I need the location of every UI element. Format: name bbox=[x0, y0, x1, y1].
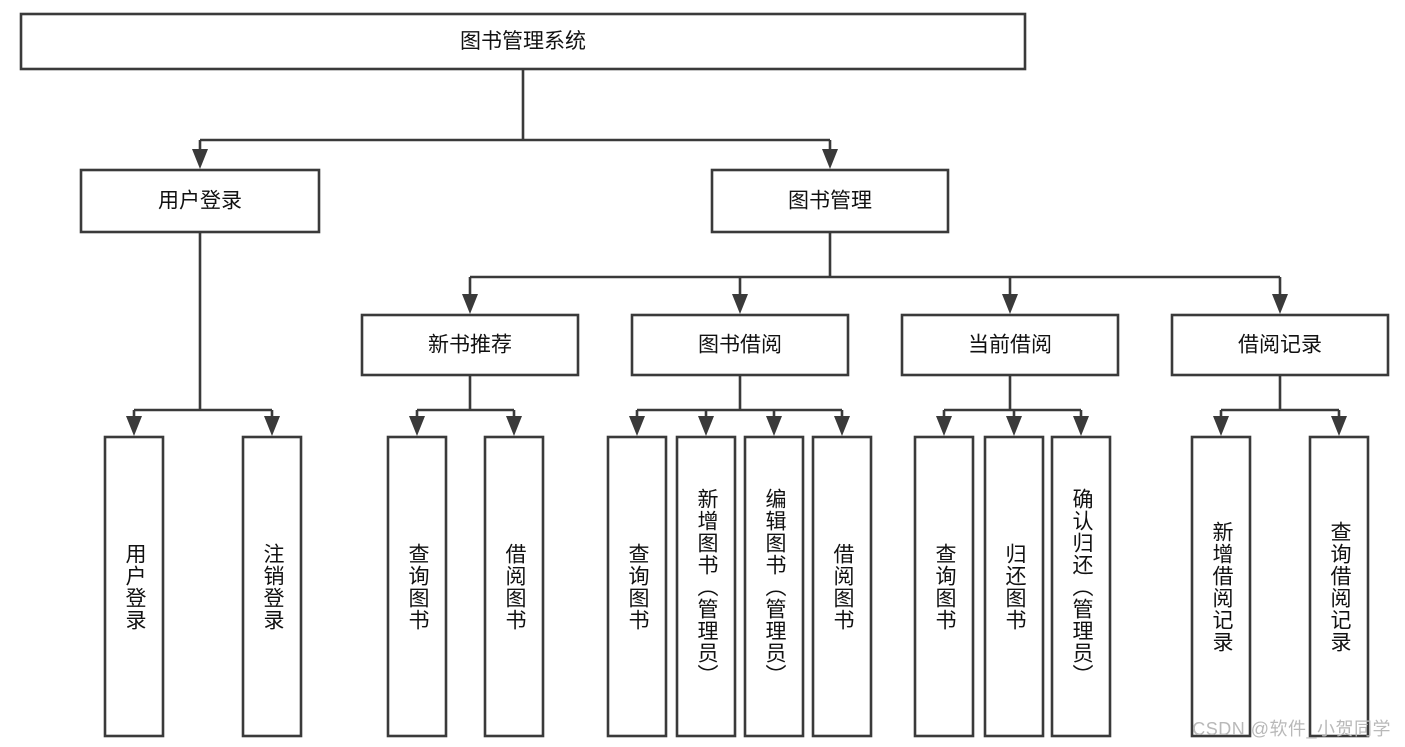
arrow-head-new-book-recommend-to-leaf-query-book-rec bbox=[409, 416, 425, 436]
arrow-head-book-manage-to-borrow-record bbox=[1272, 294, 1288, 314]
node-label-borrow-record: 借阅记录 bbox=[1238, 334, 1322, 357]
node-box-leaf-query-book-rec[interactable] bbox=[386, 435, 448, 738]
arrow-head-book-manage-to-current-borrow bbox=[1002, 294, 1018, 314]
node-box-new-book-recommend[interactable] bbox=[360, 313, 580, 377]
node-leaf-query-book-bor[interactable] bbox=[606, 435, 668, 738]
node-box-book-borrow[interactable] bbox=[630, 313, 850, 377]
node-box-leaf-add-book[interactable] bbox=[675, 435, 737, 738]
node-label-book-manage: 图书管理 bbox=[788, 190, 872, 213]
node-box-leaf-add-record[interactable] bbox=[1190, 435, 1252, 738]
node-borrow-record[interactable]: 借阅记录 bbox=[1170, 313, 1390, 377]
node-current-borrow[interactable]: 当前借阅 bbox=[900, 313, 1120, 377]
node-new-book-recommend[interactable]: 新书推荐 bbox=[360, 313, 580, 377]
node-leaf-add-record[interactable] bbox=[1190, 435, 1252, 738]
node-label-book-borrow: 图书借阅 bbox=[698, 334, 782, 357]
node-box-root[interactable] bbox=[19, 12, 1027, 71]
edge-group-new-book-recommend bbox=[409, 375, 522, 436]
node-leaf-logout[interactable] bbox=[241, 435, 303, 738]
arrow-head-book-manage-to-new-book-recommend bbox=[462, 294, 478, 314]
edge-group-root bbox=[192, 69, 838, 169]
node-box-leaf-query-record[interactable] bbox=[1308, 435, 1370, 738]
node-leaf-borrow-book[interactable] bbox=[811, 435, 873, 738]
arrow-head-book-manage-to-book-borrow bbox=[732, 294, 748, 314]
node-box-current-borrow[interactable] bbox=[900, 313, 1120, 377]
node-leaf-user-login[interactable] bbox=[103, 435, 165, 738]
edge-group-user-login bbox=[126, 232, 280, 436]
arrow-head-book-borrow-to-leaf-query-book-bor bbox=[629, 416, 645, 436]
node-box-leaf-return-book[interactable] bbox=[983, 435, 1045, 738]
node-leaf-edit-book[interactable] bbox=[743, 435, 805, 738]
node-box-leaf-query-book-cur[interactable] bbox=[913, 435, 975, 738]
node-book-borrow[interactable]: 图书借阅 bbox=[630, 313, 850, 377]
arrow-head-current-borrow-to-leaf-query-book-cur bbox=[936, 416, 952, 436]
node-leaf-query-record[interactable] bbox=[1308, 435, 1370, 738]
node-book-manage[interactable]: 图书管理 bbox=[710, 168, 950, 234]
node-box-user-login[interactable] bbox=[79, 168, 321, 234]
arrow-head-book-borrow-to-leaf-edit-book bbox=[766, 416, 782, 436]
node-leaf-query-book-cur[interactable] bbox=[913, 435, 975, 738]
node-leaf-borrow-book-rec[interactable] bbox=[483, 435, 545, 738]
node-box-borrow-record[interactable] bbox=[1170, 313, 1390, 377]
node-label-root: 图书管理系统 bbox=[460, 30, 586, 53]
arrow-head-borrow-record-to-leaf-query-record bbox=[1331, 416, 1347, 436]
arrow-head-book-borrow-to-leaf-add-book bbox=[698, 416, 714, 436]
arrow-head-root-to-user-login bbox=[192, 149, 208, 169]
arrow-head-new-book-recommend-to-leaf-borrow-book-rec bbox=[506, 416, 522, 436]
node-root[interactable]: 图书管理系统 bbox=[19, 12, 1027, 71]
node-label-user-login: 用户登录 bbox=[158, 190, 242, 213]
arrow-head-current-borrow-to-leaf-confirm-return bbox=[1073, 416, 1089, 436]
edges-layer bbox=[126, 69, 1347, 436]
node-box-leaf-confirm-return[interactable] bbox=[1050, 435, 1112, 738]
arrow-head-root-to-book-manage bbox=[822, 149, 838, 169]
arrow-head-current-borrow-to-leaf-return-book bbox=[1006, 416, 1022, 436]
node-label-new-book-recommend: 新书推荐 bbox=[428, 334, 512, 357]
node-leaf-return-book[interactable] bbox=[983, 435, 1045, 738]
node-box-leaf-borrow-book[interactable] bbox=[811, 435, 873, 738]
arrow-head-user-login-to-leaf-logout bbox=[264, 416, 280, 436]
node-box-leaf-user-login[interactable] bbox=[103, 435, 165, 738]
node-box-leaf-edit-book[interactable] bbox=[743, 435, 805, 738]
arrow-head-borrow-record-to-leaf-add-record bbox=[1213, 416, 1229, 436]
node-box-book-manage[interactable] bbox=[710, 168, 950, 234]
node-label-current-borrow: 当前借阅 bbox=[968, 334, 1052, 357]
node-box-leaf-query-book-bor[interactable] bbox=[606, 435, 668, 738]
node-leaf-query-book-rec[interactable] bbox=[386, 435, 448, 738]
watermark-text: CSDN @软件_小贺同学 bbox=[1192, 719, 1391, 739]
node-box-leaf-borrow-book-rec[interactable] bbox=[483, 435, 545, 738]
edge-group-borrow-record bbox=[1213, 375, 1347, 436]
edge-group-current-borrow bbox=[936, 375, 1089, 436]
node-leaf-confirm-return[interactable] bbox=[1050, 435, 1112, 738]
node-user-login[interactable]: 用户登录 bbox=[79, 168, 321, 234]
edge-group-book-manage bbox=[462, 232, 1288, 314]
node-box-leaf-logout[interactable] bbox=[241, 435, 303, 738]
arrow-head-user-login-to-leaf-user-login bbox=[126, 416, 142, 436]
node-leaf-add-book[interactable] bbox=[675, 435, 737, 738]
edge-group-book-borrow bbox=[629, 375, 850, 436]
arrow-head-book-borrow-to-leaf-borrow-book bbox=[834, 416, 850, 436]
